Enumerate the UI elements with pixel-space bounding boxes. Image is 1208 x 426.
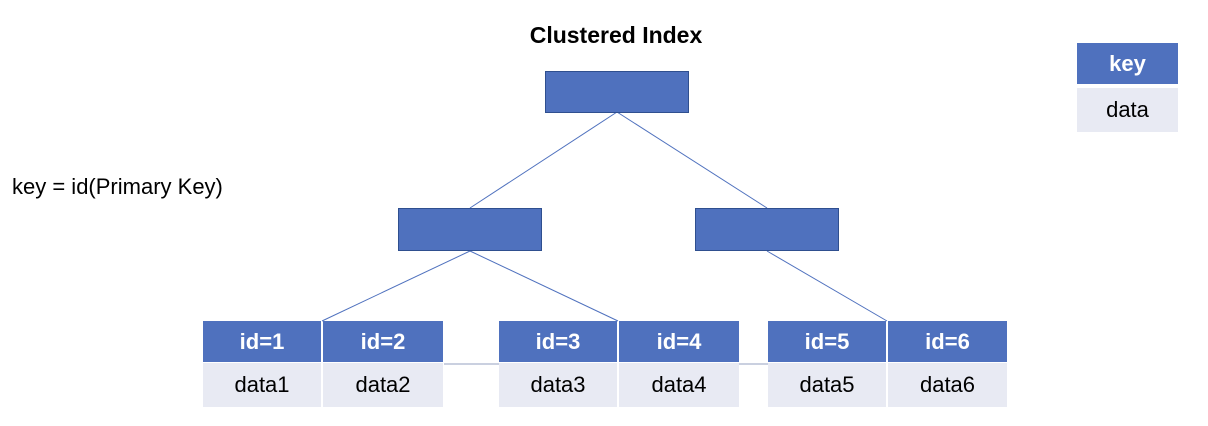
root-node: [545, 71, 689, 113]
edge-root-right: [616, 111, 768, 209]
leaf-key: id=5: [768, 321, 886, 362]
internal-node-right: [695, 208, 839, 251]
edge-left-leaf2: [469, 250, 619, 322]
leaf-data: data5: [768, 363, 886, 407]
leaf-data: data6: [888, 363, 1007, 407]
key-definition-note: key = id(Primary Key): [12, 174, 223, 199]
leaf-key: id=6: [888, 321, 1007, 362]
legend-data: data: [1077, 88, 1178, 132]
edge-right-leaf3: [766, 250, 888, 322]
leaf-key: id=3: [499, 321, 617, 362]
edge-root-left: [469, 111, 618, 209]
leaf-data: data3: [499, 363, 617, 407]
leaf-key: id=4: [619, 321, 739, 362]
leaf-data: data4: [619, 363, 739, 407]
diagram-title: Clustered Index: [529, 22, 703, 48]
leaf-data: data1: [203, 363, 321, 407]
leaf-data: data2: [323, 363, 443, 407]
leaf-key: id=2: [323, 321, 443, 362]
legend-key: key: [1077, 43, 1178, 84]
internal-node-left: [398, 208, 542, 251]
edge-left-leaf1: [321, 250, 471, 322]
leaf-key: id=1: [203, 321, 321, 362]
